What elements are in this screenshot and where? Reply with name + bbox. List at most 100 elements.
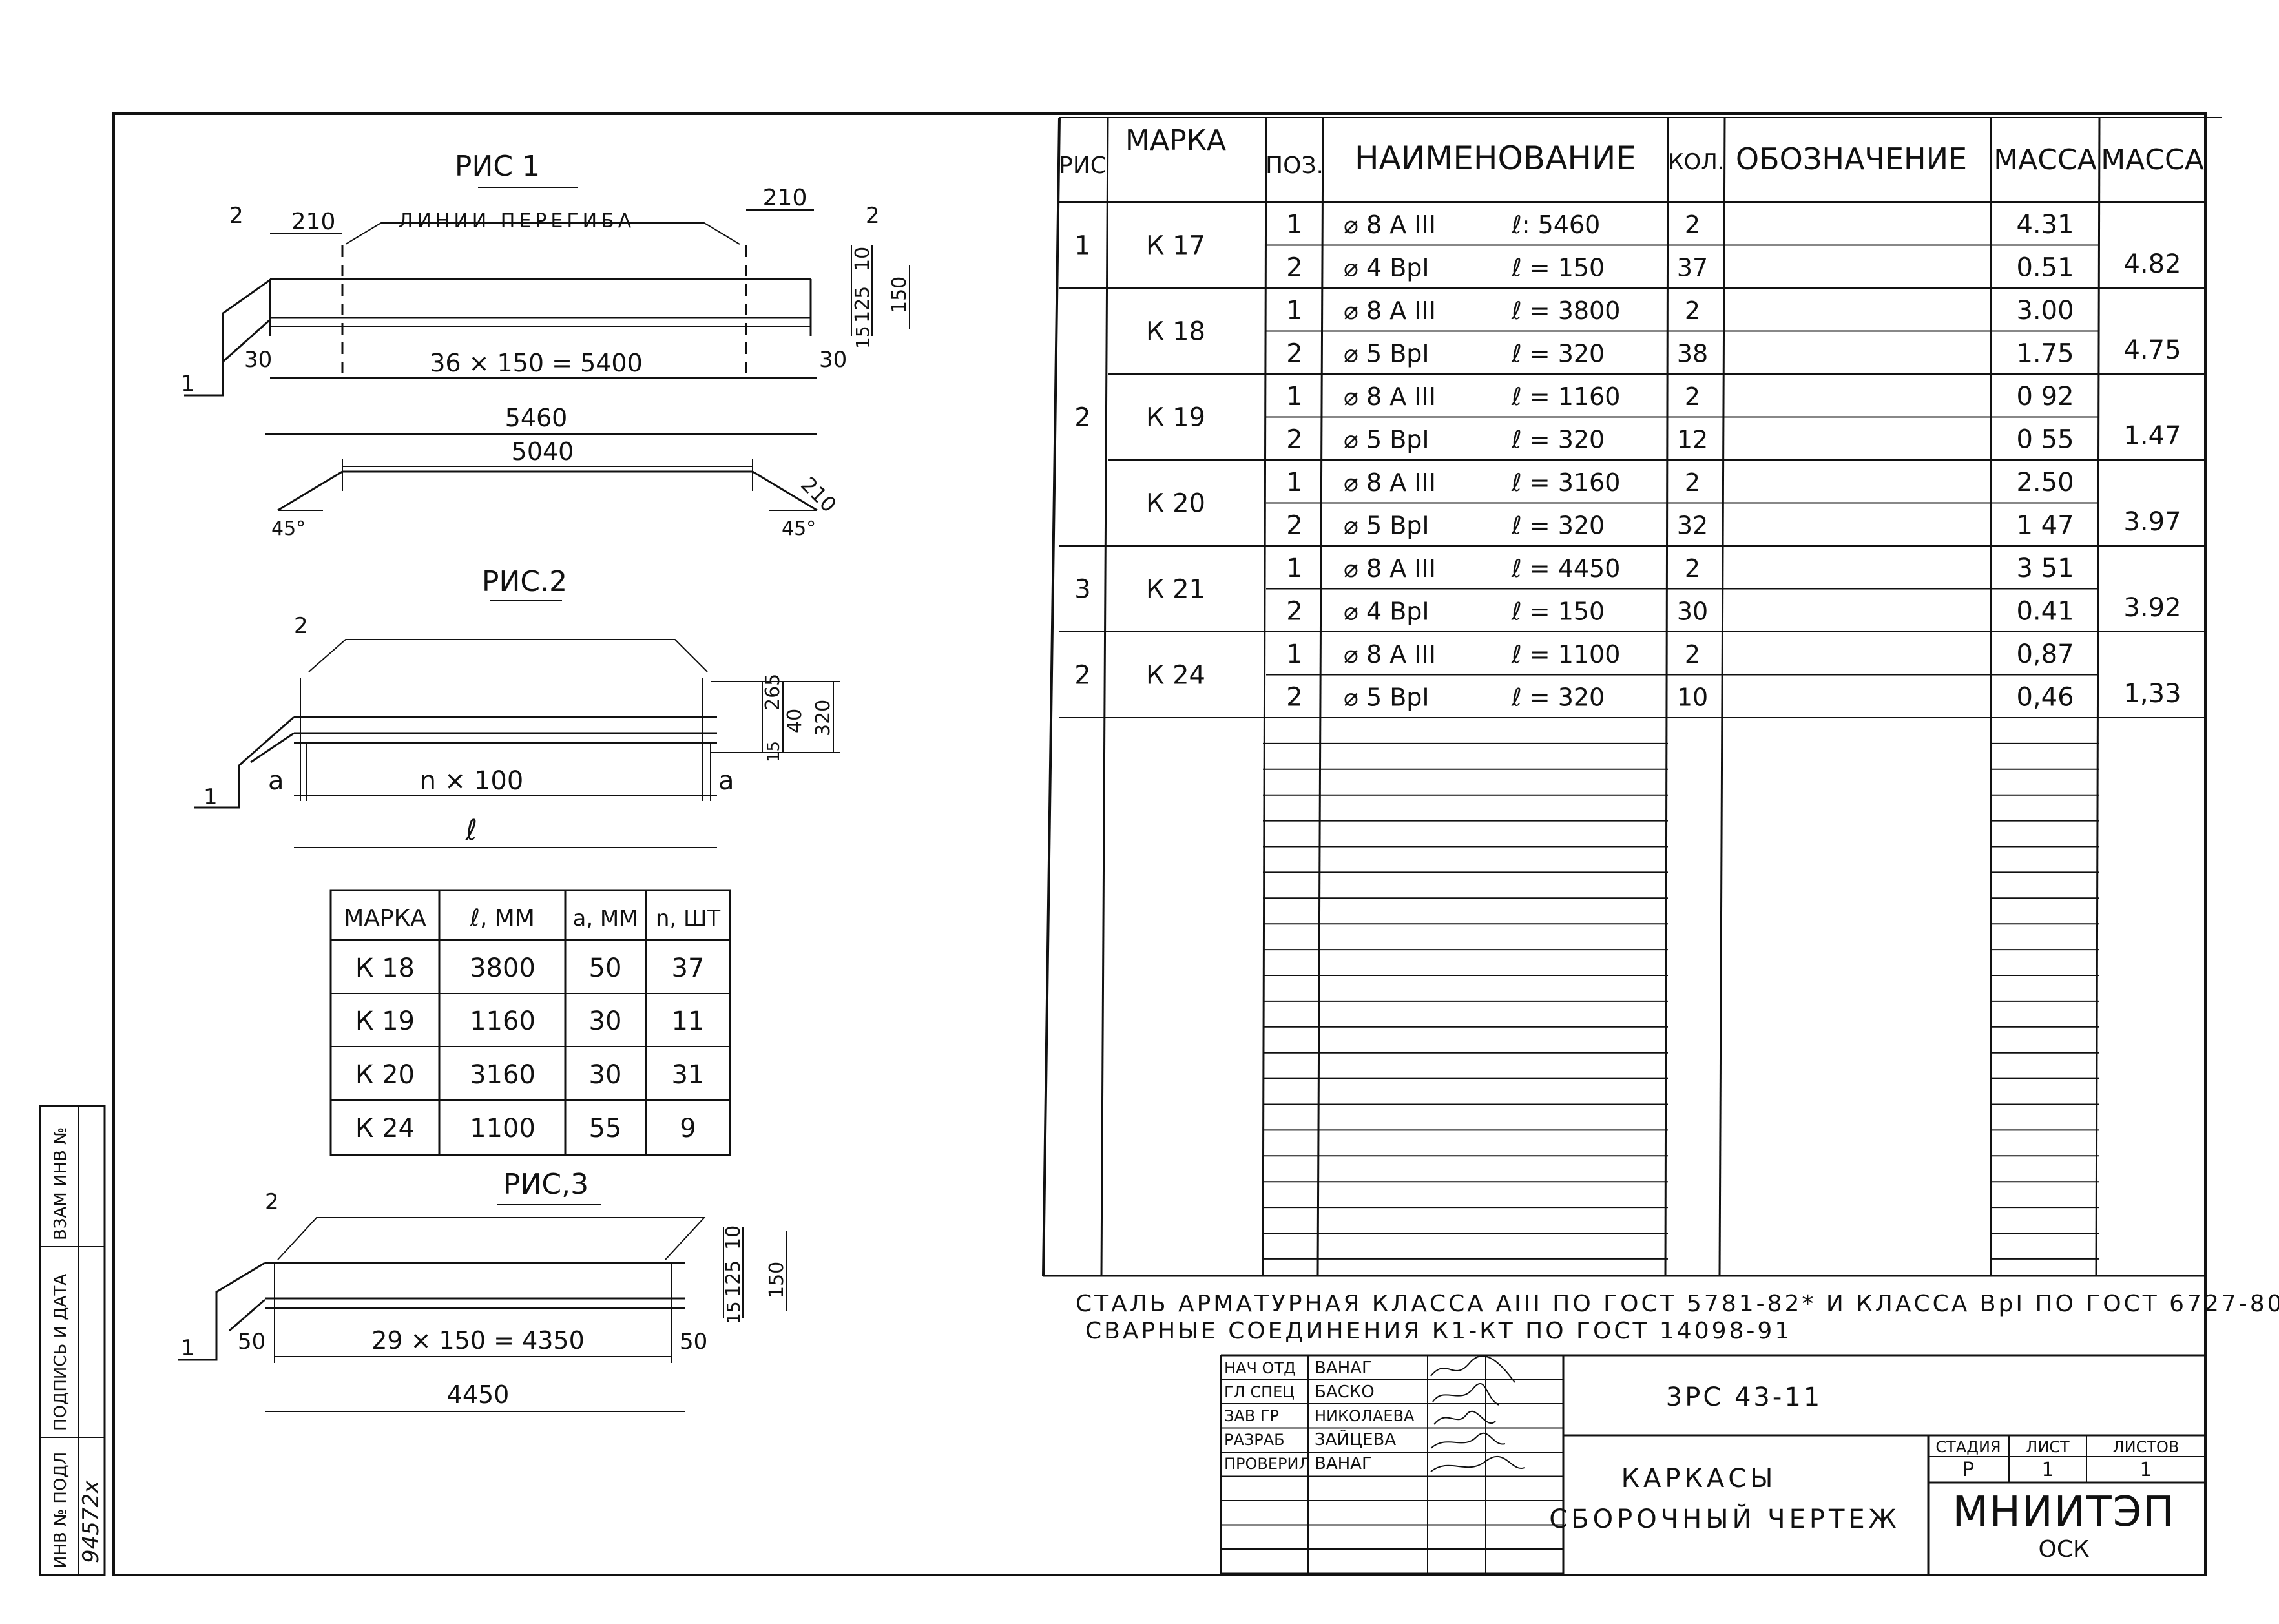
spec-cell-poz: 2 <box>1286 596 1302 626</box>
spec-cell-name: ⌀ 8 А III <box>1344 211 1436 239</box>
fig3-pos1: 1 <box>181 1335 195 1361</box>
spec-cell-marka: К 18 <box>1146 317 1205 347</box>
fig2-dim-span: n × 100 <box>420 766 524 796</box>
spec-cell-mass: 1.75 <box>2016 338 2074 368</box>
spec-cell-kol: 2 <box>1685 640 1700 669</box>
fig1-dim-span: 36 × 150 = 5400 <box>430 349 643 377</box>
spec-cell-poz: 2 <box>1286 510 1302 540</box>
param-table: МАРКА ℓ, ММ а, ММ n, ШТ К 18 3800 50 37 … <box>329 889 731 1156</box>
fig1-dim-210-left: 210 <box>291 209 336 235</box>
spec-cell-name: ⌀ 8 А III <box>1344 640 1436 669</box>
fig1-pos2-right: 2 <box>866 203 880 229</box>
spec-cell-total-mass: 1.47 <box>2123 421 2181 451</box>
fig3-dim-125: 125 <box>722 1260 745 1297</box>
roles-2: ЗАВ ГР <box>1224 1407 1279 1425</box>
fig3-dim-50-left: 50 <box>238 1329 265 1355</box>
spec-cell-mass: 0,46 <box>2016 682 2074 712</box>
spec-cell-ris: 2 <box>1074 403 1090 433</box>
spec-table: РИС МАРКА ПОЗ. НАИМЕНОВАНИЕ КОЛ. ОБОЗНАЧ… <box>1042 117 2207 1575</box>
spec-cell-length: ℓ = 3160 <box>1511 468 1620 497</box>
stage-label: СТАДИЯ <box>1935 1438 2001 1456</box>
stage-value: Р <box>1962 1459 1974 1481</box>
param-cell: 3800 <box>470 953 536 983</box>
spec-cell-poz: 1 <box>1286 468 1302 497</box>
param-cell: К 19 <box>355 1006 415 1036</box>
param-cell: 30 <box>589 1060 622 1090</box>
fig3-dim-10: 10 <box>722 1225 745 1250</box>
fig2-pos1: 1 <box>203 784 218 810</box>
spec-cell-name: ⌀ 8 А III <box>1344 554 1436 583</box>
param-cell: 50 <box>589 953 622 983</box>
names-1: БАСКО <box>1315 1382 1375 1402</box>
spec-cell-ris: 1 <box>1074 231 1090 261</box>
note-line-1: СТАЛЬ АРМАТУРНАЯ КЛАССА АIII ПО ГОСТ 578… <box>1076 1291 2279 1317</box>
fig2-dim-265: 265 <box>762 674 784 711</box>
spec-cell-marka: К 24 <box>1146 661 1205 691</box>
spec-cell-length: ℓ = 320 <box>1511 339 1605 368</box>
spec-cell-mass: 0 55 <box>2016 424 2074 454</box>
fig2-dim-total: ℓ <box>465 814 477 847</box>
spec-cell-marka: К 19 <box>1146 403 1205 433</box>
signatures <box>1430 1355 1525 1472</box>
spec-cell-poz: 1 <box>1286 640 1302 669</box>
spec-cell-poz: 2 <box>1286 682 1302 712</box>
fig1-angle-left: 45° <box>271 517 306 540</box>
spec-header-poz: ПОЗ. <box>1265 152 1324 179</box>
doc-code: 3РС 43-11 <box>1666 1382 1822 1412</box>
fig2-a-left: a <box>268 766 284 796</box>
sheet-label: ЛИСТ <box>2026 1438 2070 1456</box>
title-block: НАЧ ОТД ГЛ СПЕЦ ЗАВ ГР РАЗРАБ ПРОВЕРИЛ В… <box>1220 1354 2205 1575</box>
spec-cell-name: ⌀ 4 ВрI <box>1344 253 1430 282</box>
spec-cell-kol: 2 <box>1685 554 1700 583</box>
spec-cell-mass: 3 51 <box>2016 554 2074 583</box>
spec-header-marka: МАРКА <box>1125 124 1226 157</box>
fig1-pos2-left: 2 <box>229 203 244 229</box>
fig3-dim-span: 29 × 150 = 4350 <box>371 1326 585 1355</box>
roles-3: РАЗРАБ <box>1224 1431 1285 1449</box>
figure-1: РИС 1 ЛИНИИ ПЕРЕГИБА 210 210 2 2 1 30 30… <box>181 150 911 540</box>
figure-3: РИС,3 2 1 50 50 29 × 150 = 4350 4450 10 … <box>178 1168 788 1412</box>
spec-cell-length: ℓ = 4450 <box>1511 554 1620 583</box>
spec-header-ris: РИС <box>1059 152 1107 179</box>
spec-cell-poz: 1 <box>1286 382 1302 411</box>
names-3: ЗАЙЦЕВА <box>1315 1429 1396 1450</box>
fig3-dim-total: 4450 <box>447 1380 510 1409</box>
spec-cell-length: ℓ = 1160 <box>1511 382 1620 411</box>
inv-podl-label: ИНВ № ПОДЛ <box>51 1452 70 1568</box>
param-cell: К 20 <box>355 1060 415 1090</box>
spec-cell-poz: 1 <box>1286 296 1302 326</box>
spec-cell-length: ℓ = 320 <box>1511 425 1605 453</box>
fig3-pos2: 2 <box>265 1189 279 1215</box>
param-cell: 3160 <box>470 1060 536 1090</box>
spec-cell-length: ℓ = 320 <box>1511 511 1605 539</box>
spec-cell-poz: 1 <box>1286 210 1302 240</box>
param-header-n: n, ШТ <box>656 906 721 932</box>
spec-cell-name: ⌀ 5 ВрI <box>1344 683 1430 711</box>
param-cell: К 18 <box>355 953 415 983</box>
sheets-label: ЛИСТОВ <box>2113 1438 2180 1456</box>
spec-cell-kol: 32 <box>1677 511 1708 539</box>
side-stamp: ВЗАМ ИНВ № ПОДПИСЬ И ДАТА ИНВ № ПОДЛ 945… <box>39 1105 106 1576</box>
fig1-dim-210-right: 210 <box>763 185 807 211</box>
fig2-pos2: 2 <box>294 613 308 639</box>
spec-cell-marka: К 21 <box>1146 575 1205 605</box>
spec-cell-kol: 2 <box>1685 211 1700 239</box>
names-2: НИКОЛАЕВА <box>1315 1407 1415 1425</box>
fig1-dim-125: 125 <box>851 286 874 323</box>
names-4: ВАНАГ <box>1315 1454 1372 1473</box>
sheets-value: 1 <box>2139 1459 2152 1481</box>
spec-cell-total-mass: 4.75 <box>2123 335 2181 365</box>
fig1-angle-right: 45° <box>782 517 816 540</box>
spec-cell-kol: 2 <box>1685 297 1700 325</box>
fig1-bend-note: ЛИНИИ ПЕРЕГИБА <box>399 210 635 233</box>
doc-title-line-1: КАРКАСЫ <box>1621 1464 1777 1494</box>
fig1-dim-15: 15 <box>852 326 873 349</box>
spec-cell-marka: К 17 <box>1146 231 1205 261</box>
fig3-title: РИС,3 <box>503 1168 588 1201</box>
spec-cell-length: ℓ = 1100 <box>1511 640 1620 669</box>
spec-cell-name: ⌀ 8 А III <box>1344 382 1436 411</box>
spec-cell-mass: 0 92 <box>2016 382 2074 411</box>
fig3-dim-15: 15 <box>723 1301 744 1324</box>
param-cell: 1160 <box>470 1006 536 1036</box>
